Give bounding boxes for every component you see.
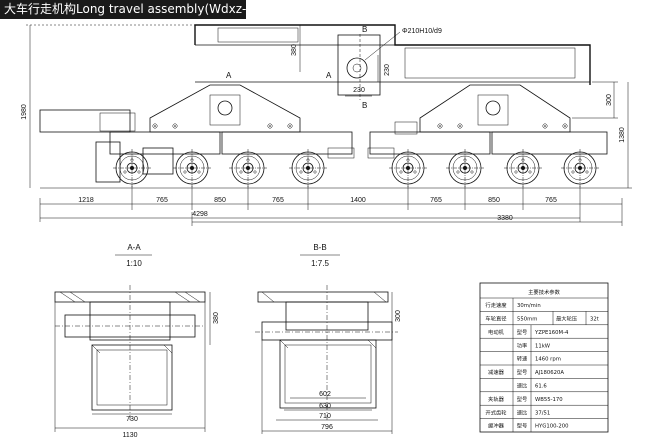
spec-value: 61.6: [535, 384, 547, 390]
dim-4298: 4298: [192, 211, 208, 218]
spec-sublabel: 转速: [517, 355, 528, 363]
dim-380: 380: [291, 44, 298, 56]
spec-value: 30m/min: [517, 303, 541, 309]
spec-sublabel: 型号: [517, 368, 528, 376]
dim-bb-796: 796: [321, 424, 333, 431]
dim-850-b: 850: [488, 197, 500, 204]
spec-sublabel: 型号: [517, 422, 528, 430]
spec-label: 行走速度: [485, 301, 507, 309]
section-mark-b-bottom: B: [362, 101, 367, 110]
spec-extra-value: 32t: [590, 317, 599, 323]
spec-value: 37/51: [535, 410, 550, 416]
dim-765-b: 765: [272, 197, 284, 204]
spec-label: 缓冲器: [488, 422, 505, 430]
spec-label: 电动机: [488, 328, 505, 336]
spec-sublabel: 速比: [517, 408, 528, 416]
spec-label: 车轮直径: [485, 315, 507, 323]
dim-1980: 1980: [21, 104, 28, 120]
dim-765-c: 765: [430, 197, 442, 204]
dim-1400: 1400: [350, 197, 366, 204]
dim-bb-630: 630: [319, 403, 331, 410]
height-dimensions: 1980 300 1380: [21, 24, 632, 189]
section-bb-title: B-B: [313, 243, 326, 252]
dim-1218: 1218: [78, 197, 94, 204]
dim-765-d: 765: [545, 197, 557, 204]
section-bb-scale: 1:7.5: [311, 259, 329, 268]
dim-1380: 1380: [619, 127, 626, 143]
section-aa-scale: 1:10: [126, 259, 142, 268]
section-mark-b-top: B: [362, 25, 367, 34]
dim-765-a: 765: [156, 197, 168, 204]
drawing-title: 大车行走机构Long travel assembly(Wdxz-A8): [0, 0, 267, 19]
spec-label: 开式齿轮: [485, 408, 507, 416]
spec-label: 夹轨器: [488, 395, 505, 403]
section-mark-a-right: A: [326, 71, 332, 80]
spec-extra-label: 最大轮压: [556, 315, 578, 323]
section-aa-title: A-A: [127, 243, 141, 252]
spec-value: HYG100-200: [535, 424, 569, 430]
spec-value: 550mm: [517, 317, 537, 323]
dim-aa-1130: 1130: [122, 432, 137, 439]
top-dimensions: 380 230 230 Φ210H10/d9 A A B B: [226, 25, 442, 110]
spec-value: YZPE160M-4: [534, 330, 569, 336]
section-a-a: A-A 1:10 380 730 1130: [54, 243, 220, 439]
spec-sublabel: 功率: [517, 341, 528, 349]
spec-sublabel: 型号: [517, 395, 528, 403]
dim-850-a: 850: [214, 197, 226, 204]
dim-300: 300: [606, 94, 613, 106]
pin-note: Φ210H10/d9: [402, 28, 442, 35]
side-elevation-view: [39, 24, 622, 189]
dim-aa-730: 730: [126, 416, 138, 423]
dim-3380: 3380: [497, 215, 513, 222]
spec-value: 11kW: [535, 343, 551, 349]
spec-table-title: 主要技术参数: [528, 288, 560, 296]
spec-value: AJ180620A: [535, 370, 564, 376]
dim-bb-300: 300: [395, 310, 402, 322]
dim-bb-710: 710: [319, 413, 331, 420]
spec-sublabel: 型号: [517, 328, 528, 336]
bottom-dimension-chain: 1218 765 850 765 1400 765 850 765 4298 3…: [39, 186, 623, 226]
spec-value: WB55-170: [535, 397, 563, 403]
section-b-b: B-B 1:7.5 300 602 630 710: [255, 243, 402, 434]
spec-label: 减速器: [488, 368, 505, 376]
dim-aa-380: 380: [213, 312, 220, 324]
dim-bb-602: 602: [319, 391, 331, 398]
section-mark-a-left: A: [226, 71, 232, 80]
dim-230-h: 230: [353, 87, 365, 94]
spec-value: 1460 rpm: [535, 357, 561, 363]
dim-230-v: 230: [384, 64, 391, 76]
spec-sublabel: 速比: [517, 382, 528, 390]
